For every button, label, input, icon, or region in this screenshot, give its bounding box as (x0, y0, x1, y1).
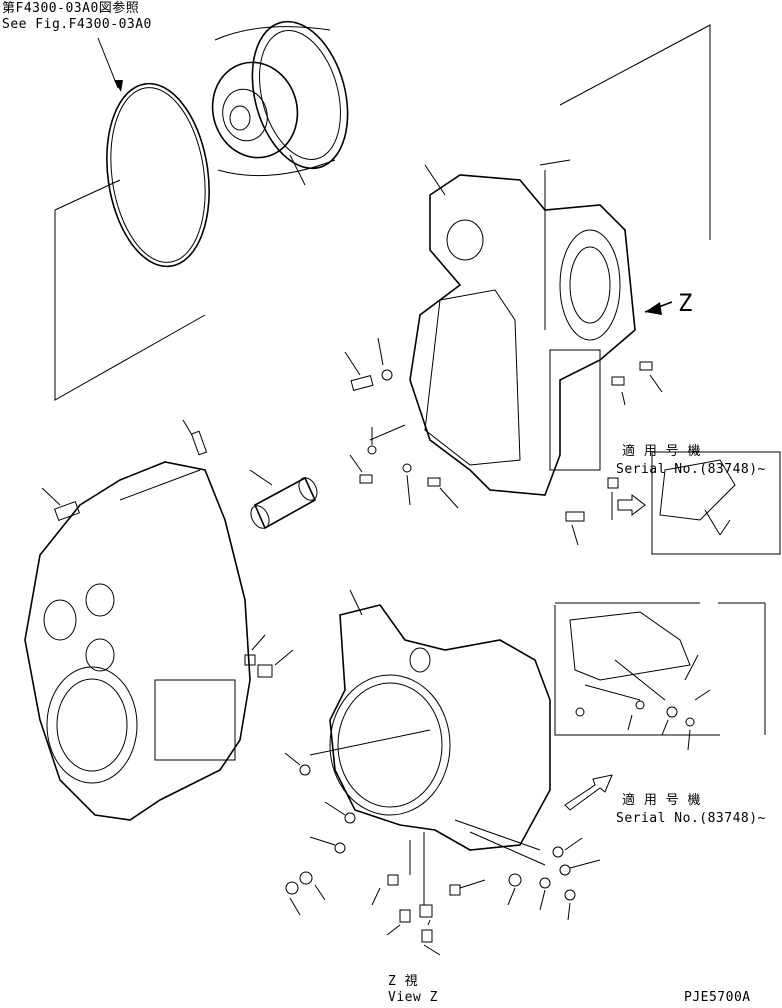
ref-leader (97, 37, 119, 89)
ref-arrowhead (114, 80, 123, 92)
view-z-marker: Z (678, 289, 693, 317)
o-ring (106, 82, 210, 268)
hollow-arrow-1 (617, 493, 646, 517)
bolts-top (344, 159, 663, 546)
view-z-label-jp: Z 視 (388, 974, 419, 989)
transmission-case-top (409, 164, 636, 496)
serial-note-1-jp: 適 用 号 機 (622, 444, 701, 459)
transmission-case-left (24, 419, 251, 821)
clutch-assembly (211, 20, 349, 186)
ref-label-jp: 第F4300-03A0図参照 (2, 1, 140, 16)
small-parts-left (244, 634, 294, 678)
inset-serial-1 (651, 451, 781, 555)
serial-note-1-en: Serial No.(83748)~ (616, 462, 766, 477)
view-z-label-en: View Z (388, 990, 438, 1005)
serial-note-2-jp: 適 用 号 機 (622, 793, 701, 808)
ref-label-en: See Fig.F4300-03A0 (2, 17, 152, 32)
view-z-arrow (644, 301, 673, 315)
drawing-code: PJE5700A (684, 990, 751, 1005)
projection-line-left (54, 210, 206, 401)
projection-line-top (54, 179, 121, 211)
strainer-cylinder (249, 469, 318, 530)
serial-note-2-en: Serial No.(83748)~ (616, 811, 766, 826)
bolts-bottom (284, 752, 601, 956)
transmission-case-bottom (309, 589, 551, 866)
projection-line-right (559, 24, 711, 240)
inset-serial-2 (554, 602, 766, 751)
hollow-arrow-2 (564, 774, 613, 811)
